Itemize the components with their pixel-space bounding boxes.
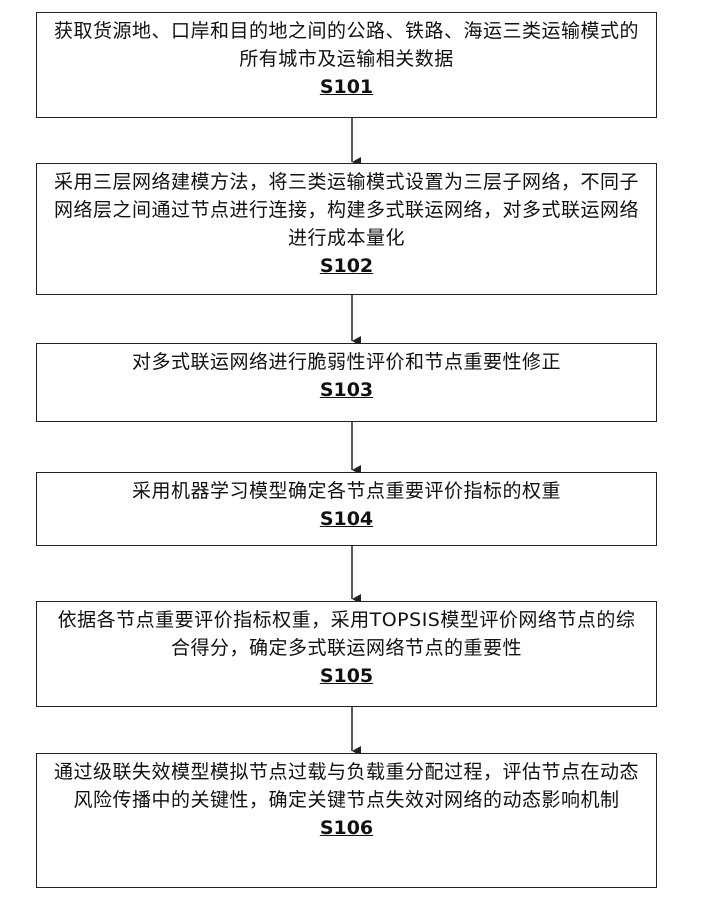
step-s104-code: S104 [51, 505, 642, 533]
step-s106-text: 通过级联失效模型模拟节点过载与负载重分配过程，评估节点在动态风险传播中的关键性，… [51, 758, 642, 814]
step-s103-code: S103 [51, 376, 642, 404]
step-s105-code: S105 [51, 662, 642, 690]
step-s104-text: 采用机器学习模型确定各节点重要评价指标的权重 [51, 477, 642, 505]
step-s101-text: 获取货源地、口岸和目的地之间的公路、铁路、海运三类运输模式的所有城市及运输相关数… [51, 17, 642, 73]
step-s103-box: 对多式联运网络进行脆弱性评价和节点重要性修正 S103 [36, 343, 657, 422]
step-s105-box: 依据各节点重要评价指标权重，采用TOPSIS模型评价网络节点的综合得分，确定多式… [36, 601, 657, 707]
step-s102-text: 采用三层网络建模方法，将三类运输模式设置为三层子网络，不同子网络层之间通过节点进… [51, 168, 642, 252]
step-s101-code: S101 [51, 73, 642, 101]
step-s102-code: S102 [51, 252, 642, 280]
step-s101-box: 获取货源地、口岸和目的地之间的公路、铁路、海运三类运输模式的所有城市及运输相关数… [36, 12, 657, 118]
step-s104-box: 采用机器学习模型确定各节点重要评价指标的权重 S104 [36, 472, 657, 546]
step-s105-text: 依据各节点重要评价指标权重，采用TOPSIS模型评价网络节点的综合得分，确定多式… [51, 606, 642, 662]
step-s102-box: 采用三层网络建模方法，将三类运输模式设置为三层子网络，不同子网络层之间通过节点进… [36, 163, 657, 295]
step-s106-box: 通过级联失效模型模拟节点过载与负载重分配过程，评估节点在动态风险传播中的关键性，… [36, 753, 657, 888]
step-s106-code: S106 [51, 814, 642, 842]
step-s103-text: 对多式联运网络进行脆弱性评价和节点重要性修正 [51, 348, 642, 376]
